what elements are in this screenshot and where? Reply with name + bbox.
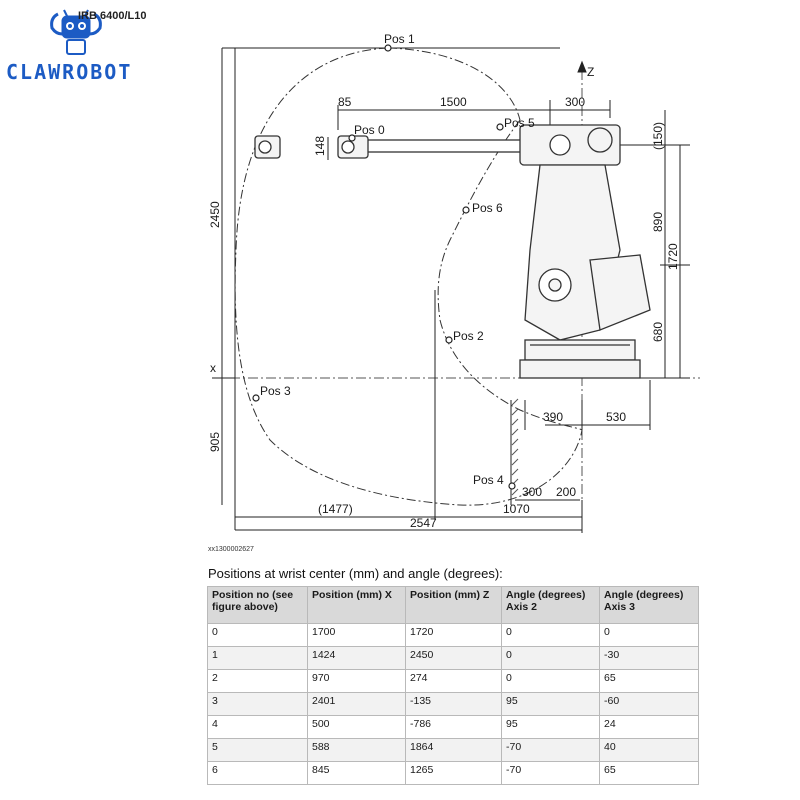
table-row: 0 1700 1720 0 0 (207, 623, 699, 647)
dim-200: 200 (556, 485, 576, 499)
pos-5-label: Pos 5 (504, 116, 535, 130)
pos-3-marker (252, 394, 260, 402)
z-axis-label: Z (587, 65, 594, 79)
dim-1070: 1070 (503, 502, 530, 516)
cell-position-z: 1720 (405, 623, 502, 647)
cell-angle-axis-3: 24 (599, 715, 699, 739)
header-position-no: Position no (see figure above) (207, 586, 308, 624)
cell-position-z: 2450 (405, 646, 502, 670)
cell-position-x: 845 (307, 761, 406, 785)
cell-angle-axis-2: 0 (501, 669, 600, 693)
dim-680: 680 (651, 322, 665, 342)
cell-position-no: 5 (207, 738, 308, 762)
dim-300-bottom: 300 (522, 485, 542, 499)
pos-3-label: Pos 3 (260, 384, 291, 398)
header-position-x: Position (mm) X (307, 586, 406, 624)
cell-angle-axis-2: -70 (501, 738, 600, 762)
cell-angle-axis-2: 95 (501, 692, 600, 716)
header-angle-axis-3: Angle (degrees) Axis 3 (599, 586, 699, 624)
cell-angle-axis-3: 65 (599, 669, 699, 693)
dim-390: 390 (543, 410, 563, 424)
pos-4-label: Pos 4 (473, 473, 504, 487)
dim-1500: 1500 (440, 95, 467, 109)
cell-position-z: 274 (405, 669, 502, 693)
cell-angle-axis-2: 0 (501, 623, 600, 647)
cell-angle-axis-2: 0 (501, 646, 600, 670)
pos-1-label: Pos 1 (384, 32, 415, 46)
cell-position-no: 4 (207, 715, 308, 739)
model-label: IRB 6400/L10 (78, 10, 147, 22)
cell-angle-axis-3: 65 (599, 761, 699, 785)
cell-position-z: -786 (405, 715, 502, 739)
dim-300-top: 300 (565, 95, 585, 109)
table-row: 6 845 1265 -70 65 (207, 761, 699, 785)
dim-890: 890 (651, 212, 665, 232)
cell-angle-axis-3: 0 (599, 623, 699, 647)
pos-1-marker (384, 44, 392, 52)
cell-position-z: 1864 (405, 738, 502, 762)
pos-0-label: Pos 0 (354, 123, 385, 137)
cell-position-x: 588 (307, 738, 406, 762)
cell-position-x: 2401 (307, 692, 406, 716)
cell-angle-axis-3: -60 (599, 692, 699, 716)
table-header-row: Position no (see figure above) Position … (207, 586, 699, 624)
dim-1477: (1477) (318, 502, 353, 516)
cell-position-x: 500 (307, 715, 406, 739)
robot-arm-drawing (254, 124, 651, 379)
cell-angle-axis-3: 40 (599, 738, 699, 762)
pos-5-marker (496, 123, 504, 131)
table-row: 1 1424 2450 0 -30 (207, 646, 699, 670)
cell-position-no: 6 (207, 761, 308, 785)
table-row: 4 500 -786 95 24 (207, 715, 699, 739)
table-row: 2 970 274 0 65 (207, 669, 699, 693)
table-row: 3 2401 -135 95 -60 (207, 692, 699, 716)
cell-position-no: 0 (207, 623, 308, 647)
pos-0-marker (348, 134, 356, 142)
cell-position-z: -135 (405, 692, 502, 716)
working-range-diagram: Pos 1 Pos 0 Pos 5 Pos 6 Pos 2 Pos 3 Pos … (208, 32, 700, 533)
cell-position-no: 3 (207, 692, 308, 716)
cell-position-x: 1700 (307, 623, 406, 647)
robot-mascot-icon (50, 9, 102, 55)
dim-85: 85 (338, 95, 352, 109)
pos-2-marker (445, 336, 453, 344)
dim-150: (150) (651, 122, 665, 150)
header-angle-axis-2: Angle (degrees) Axis 2 (501, 586, 600, 624)
dim-148: 148 (313, 136, 327, 156)
dim-905: 905 (208, 432, 222, 452)
table-row: 5 588 1864 -70 40 (207, 738, 699, 762)
drawing-code: xx1300002627 (208, 546, 254, 553)
pos-2-label: Pos 2 (453, 329, 484, 343)
brand-logo: IRB 6400/L10 CLAWROBOT (0, 0, 200, 90)
positions-table: Position no (see figure above) Position … (207, 586, 699, 785)
cell-position-no: 1 (207, 646, 308, 670)
cell-position-z: 1265 (405, 761, 502, 785)
pos-6-label: Pos 6 (472, 201, 503, 215)
cell-position-x: 970 (307, 669, 406, 693)
brand-name: CLAWROBOT (6, 60, 133, 84)
dim-2450: 2450 (208, 201, 222, 228)
dim-2547: 2547 (410, 516, 437, 530)
cell-angle-axis-3: -30 (599, 646, 699, 670)
table-caption: Positions at wrist center (mm) and angle… (208, 566, 503, 581)
cell-angle-axis-2: -70 (501, 761, 600, 785)
cell-position-x: 1424 (307, 646, 406, 670)
cell-angle-axis-2: 95 (501, 715, 600, 739)
pos-4-marker (508, 482, 516, 490)
x-axis-label: x (210, 361, 216, 375)
working-range-envelope (234, 47, 583, 506)
header-position-z: Position (mm) Z (405, 586, 502, 624)
dim-530: 530 (606, 410, 626, 424)
dim-1720: 1720 (666, 243, 680, 270)
pos-6-marker (462, 206, 470, 214)
cell-position-no: 2 (207, 669, 308, 693)
